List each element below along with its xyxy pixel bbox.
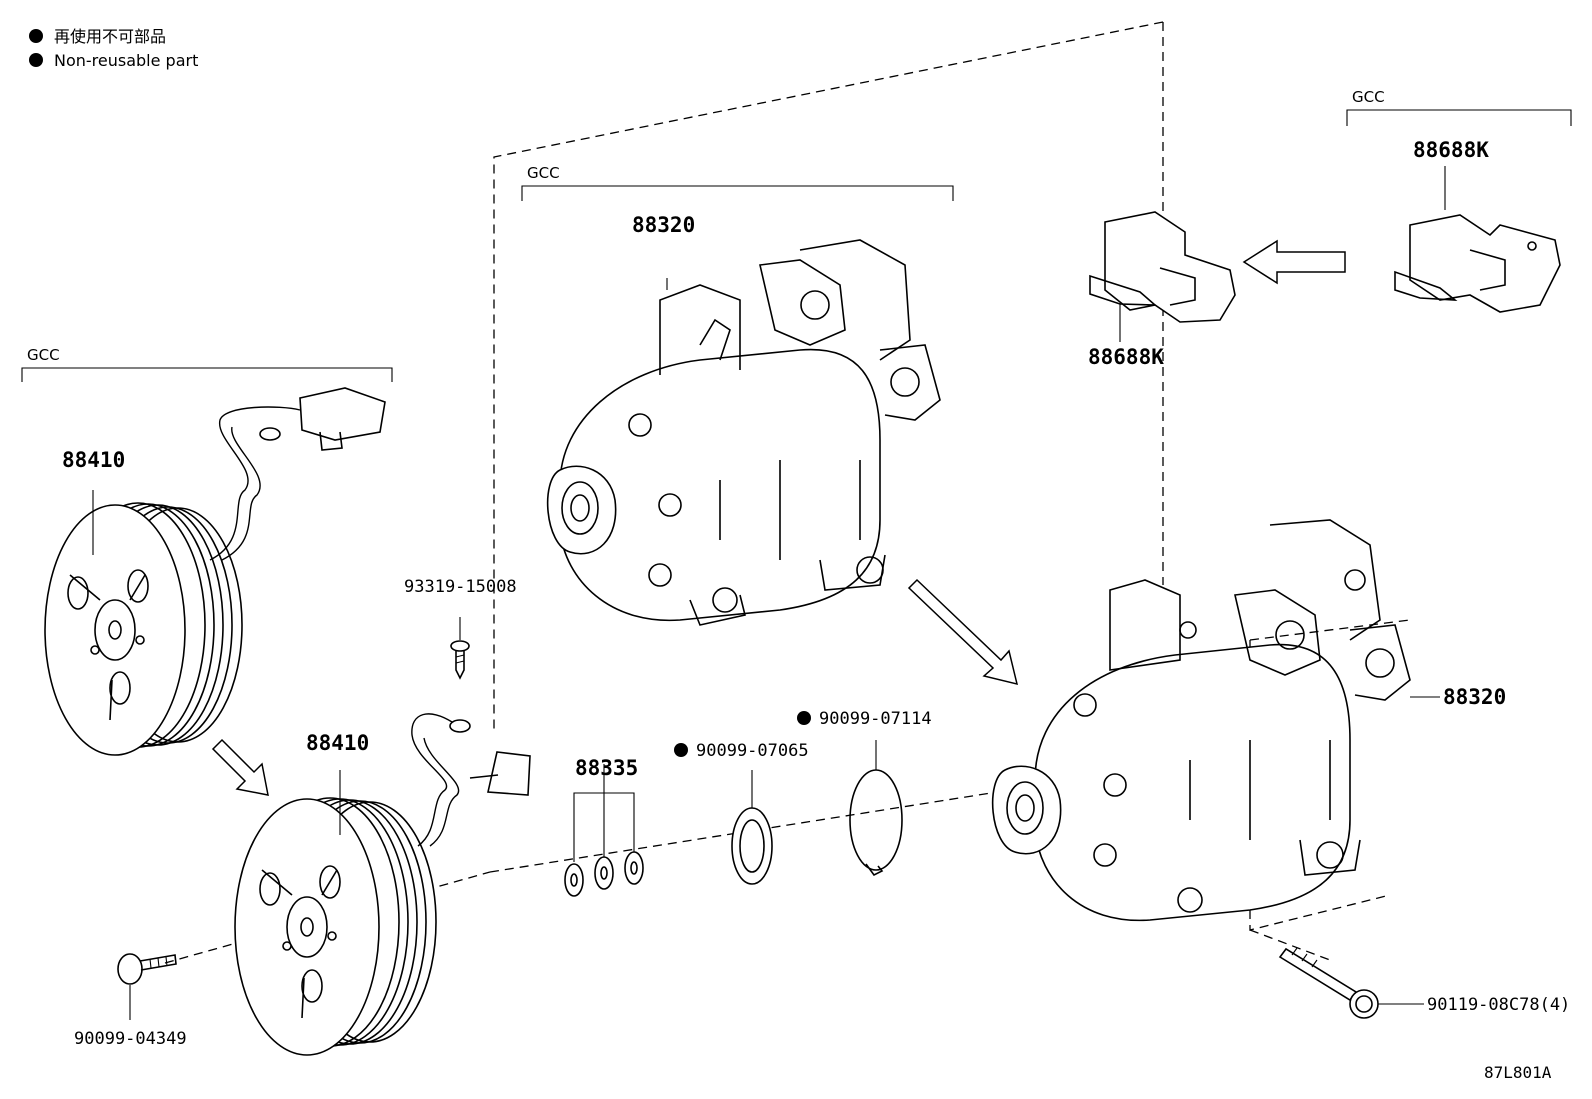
part-number-90099-07065: 90099-07065 bbox=[696, 741, 809, 761]
non-reusable-dot-icon bbox=[797, 711, 811, 725]
gcc-label: GCC bbox=[1352, 88, 1385, 106]
magnetic-clutch-bottom bbox=[234, 713, 531, 1056]
part-number-90119-08c78: 90119-08C78(4) bbox=[1427, 995, 1570, 1015]
legend: 再使用不可部品 Non-reusable part bbox=[29, 27, 198, 70]
arrow-icon bbox=[907, 578, 1019, 686]
arrow-icon bbox=[1242, 239, 1346, 285]
gcc-label: GCC bbox=[27, 346, 60, 364]
part-number-90099-07114: 90099-07114 bbox=[819, 709, 932, 729]
gcc-label: GCC bbox=[527, 164, 560, 182]
bracket-88688k-top bbox=[1394, 166, 1561, 313]
non-reusable-dot-icon bbox=[674, 743, 688, 757]
magnetic-clutch-top bbox=[44, 387, 386, 756]
part-number-88410-top: 88410 bbox=[62, 448, 125, 472]
arrow-icon bbox=[211, 738, 269, 796]
o-ring bbox=[849, 740, 903, 877]
part-number-88688k-mid: 88688K bbox=[1088, 345, 1164, 369]
non-reusable-dot-icon bbox=[29, 29, 43, 43]
bolt-front bbox=[117, 953, 177, 985]
shims bbox=[564, 764, 644, 897]
part-number-93319-15008: 93319-15008 bbox=[404, 577, 517, 597]
gcc-bracket-center: GCC bbox=[521, 164, 954, 201]
part-number-88335: 88335 bbox=[575, 756, 638, 780]
part-number-88688k-top: 88688K bbox=[1413, 138, 1489, 162]
snap-ring bbox=[731, 770, 773, 885]
diagram-code: 87L801A bbox=[1484, 1063, 1552, 1082]
part-number-88410-bottom: 88410 bbox=[306, 731, 369, 755]
part-number-90099-04349: 90099-04349 bbox=[74, 1029, 187, 1049]
screw bbox=[450, 640, 470, 680]
leader-lines bbox=[92, 490, 1440, 1020]
gcc-bracket-left: GCC bbox=[21, 346, 393, 382]
bracket-88688k-mid bbox=[1089, 211, 1236, 342]
non-reusable-dot-icon bbox=[29, 53, 43, 67]
compressor-right bbox=[991, 519, 1411, 922]
gcc-bracket-right: GCC bbox=[1346, 88, 1572, 126]
part-number-88320-right: 88320 bbox=[1443, 685, 1506, 709]
bolt-mount bbox=[1278, 947, 1379, 1019]
compressor-top bbox=[546, 239, 941, 626]
legend-en: Non-reusable part bbox=[54, 51, 198, 70]
part-number-88320-top: 88320 bbox=[632, 213, 695, 237]
legend-jp: 再使用不可部品 bbox=[54, 27, 166, 46]
